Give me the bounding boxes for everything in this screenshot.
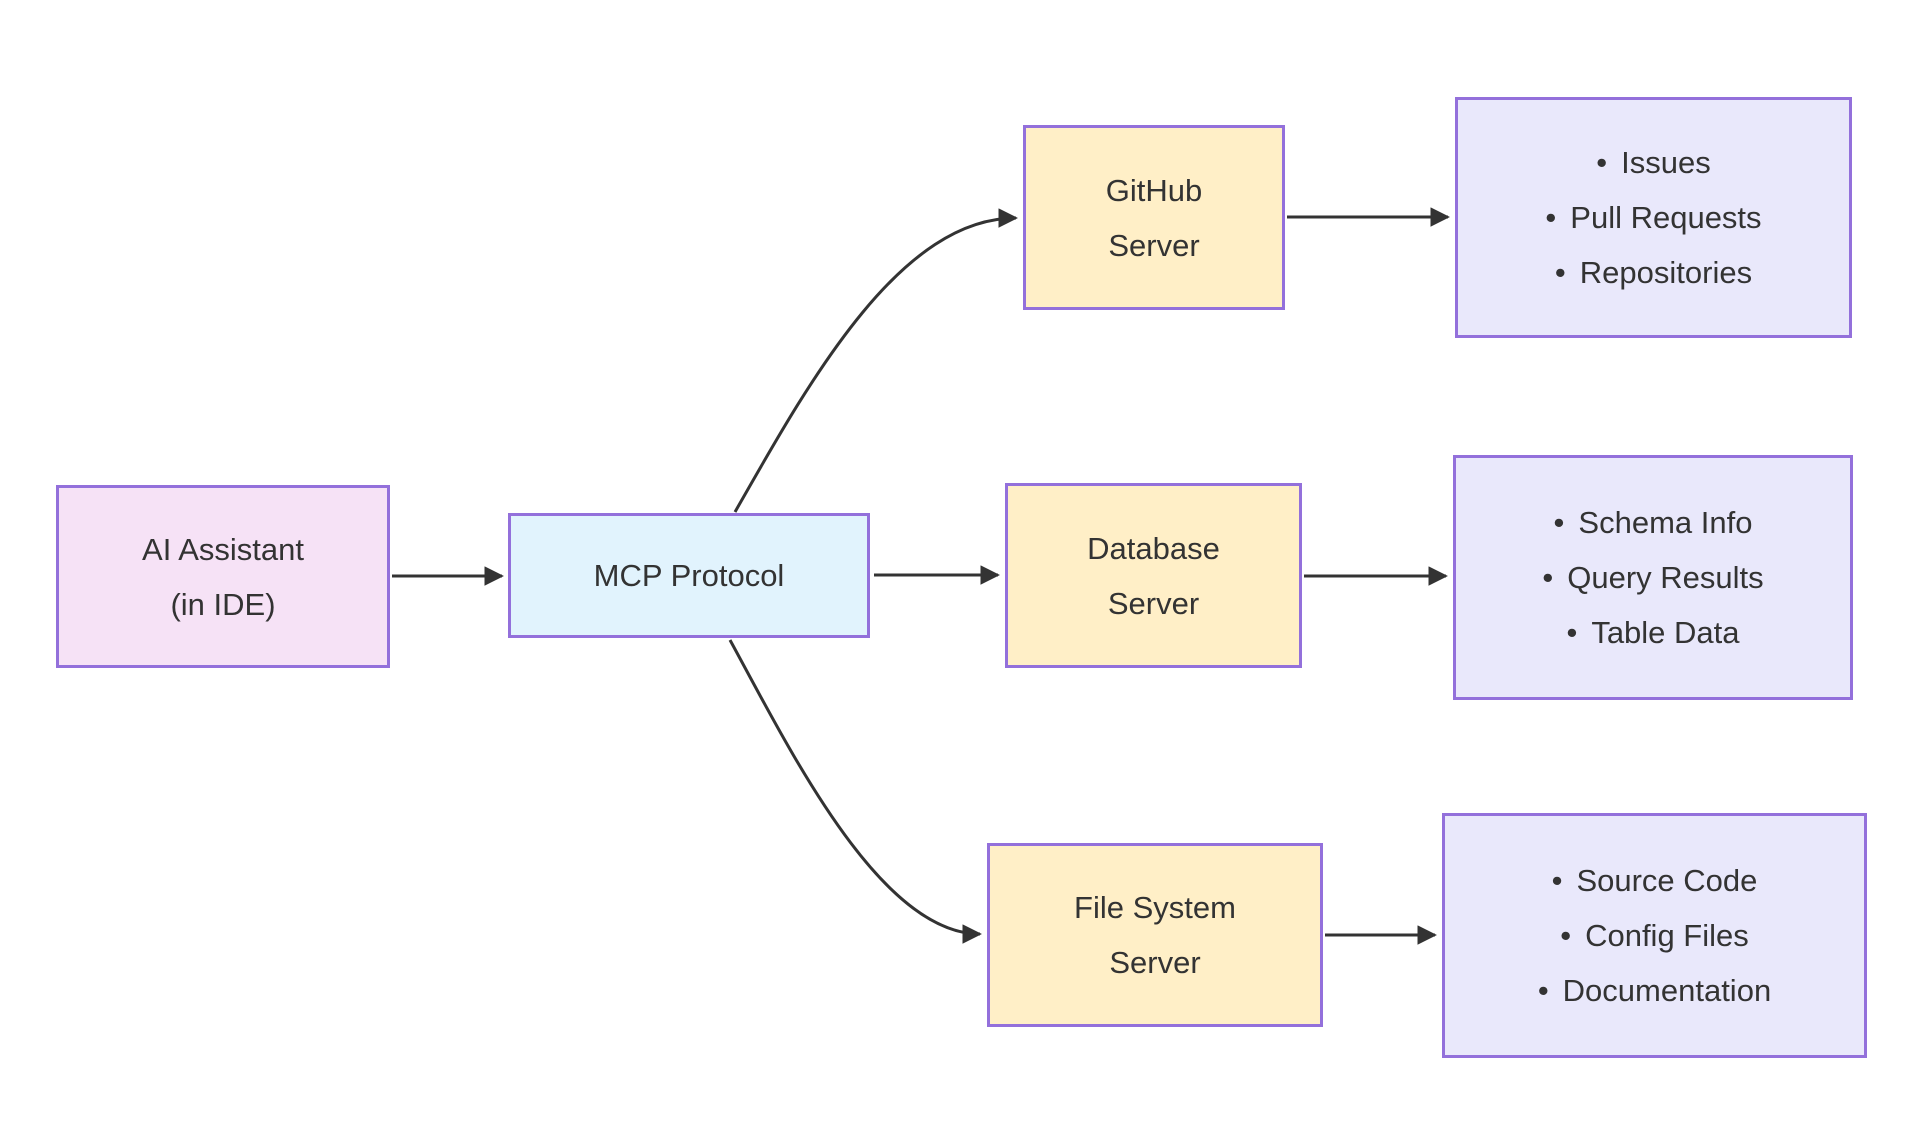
list-item: • Documentation — [1538, 963, 1771, 1018]
bullet-icon: • — [1553, 505, 1565, 540]
list-item-label: Query Results — [1567, 560, 1764, 595]
list-item-label: Schema Info — [1578, 505, 1753, 540]
bullet-icon: • — [1596, 145, 1608, 180]
bullet-icon: • — [1551, 863, 1563, 898]
list-item: • Table Data — [1566, 605, 1739, 660]
node-label: AI Assistant — [142, 531, 304, 567]
edge-mcp-to-github — [733, 208, 1018, 513]
node-label: (in IDE) — [170, 586, 276, 622]
list-item: • Source Code — [1552, 853, 1758, 908]
node-label: Server — [1108, 227, 1200, 263]
node-file-system-resources: • Source Code • Config Files • Documenta… — [1442, 813, 1867, 1058]
list-item-label: Pull Requests — [1570, 200, 1762, 235]
node-label: Server — [1107, 585, 1200, 621]
list-item: • Schema Info — [1554, 495, 1753, 550]
list-item-label: Documentation — [1562, 973, 1772, 1008]
bullet-icon: • — [1554, 255, 1566, 290]
bullet-icon: • — [1566, 615, 1578, 650]
list-item-label: Source Code — [1576, 863, 1758, 898]
node-label: Database — [1087, 530, 1220, 566]
bullet-icon: • — [1560, 918, 1572, 953]
list-item-label: Table Data — [1591, 615, 1740, 650]
node-label: MCP Protocol — [593, 558, 785, 593]
node-database-server: Database Server — [1005, 483, 1302, 668]
list-item-label: Issues — [1621, 145, 1711, 180]
list-item: • Pull Requests — [1545, 190, 1761, 245]
node-github-server: GitHub Server — [1023, 125, 1285, 310]
edge-mcp-to-filesystem — [728, 639, 982, 944]
bullet-icon: • — [1542, 560, 1554, 595]
bullet-icon: • — [1545, 200, 1557, 235]
node-mcp-protocol: MCP Protocol — [508, 513, 870, 638]
list-item: • Query Results — [1542, 550, 1763, 605]
list-item: • Repositories — [1555, 245, 1752, 300]
node-label: GitHub — [1105, 172, 1203, 208]
node-github-resources: • Issues • Pull Requests • Repositories — [1455, 97, 1852, 338]
node-file-system-server: File System Server — [987, 843, 1323, 1027]
node-database-resources: • Schema Info • Query Results • Table Da… — [1453, 455, 1853, 700]
list-item: • Issues — [1596, 135, 1710, 190]
bullet-icon: • — [1537, 973, 1549, 1008]
list-item: • Config Files — [1560, 908, 1749, 963]
node-label: Server — [1109, 945, 1201, 980]
node-label: File System — [1074, 890, 1236, 925]
node-ai-assistant: AI Assistant (in IDE) — [56, 485, 390, 668]
list-item-label: Repositories — [1579, 255, 1753, 290]
list-item-label: Config Files — [1585, 918, 1749, 953]
